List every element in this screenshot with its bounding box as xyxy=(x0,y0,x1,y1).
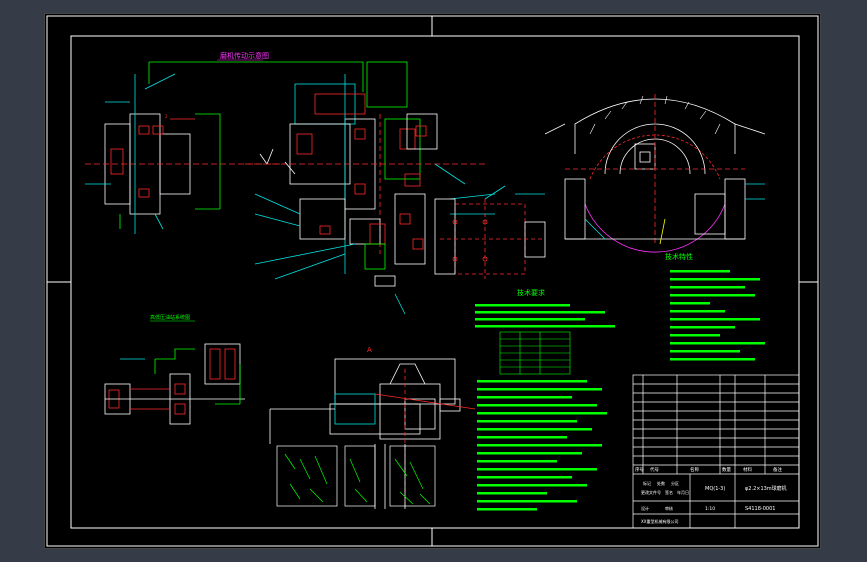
title-bottom-1: 代号 xyxy=(650,466,659,473)
title-approve: 审核 xyxy=(665,505,673,511)
center-gearbox xyxy=(245,61,496,315)
main-motor xyxy=(434,185,546,279)
title-bottom-4: 材料 xyxy=(743,466,752,473)
drawing-name: φ2.2×13m球磨机 xyxy=(745,485,787,492)
drive-assembly-left: 2 xyxy=(85,61,364,234)
lube-station xyxy=(104,343,245,425)
title-header-4: 签名 xyxy=(665,489,673,495)
drawing-code: S4118-0001 xyxy=(745,506,775,512)
drawing-number: MQ(1-3) xyxy=(705,486,725,492)
spec-table xyxy=(499,331,571,375)
tech-notes-center-top xyxy=(475,304,615,328)
cad-drawing: 磨机传动示意图 xyxy=(46,15,819,547)
title-header-0: 标记 xyxy=(643,480,651,486)
mill-end-view xyxy=(544,94,766,253)
title-header-5: 年月日 xyxy=(677,489,689,495)
title-bottom-2: 名称 xyxy=(690,466,699,473)
title-header-2: 分区 xyxy=(671,480,679,486)
title-header-3: 更改文件号 xyxy=(641,489,661,495)
tech-title-right: 技术特性 xyxy=(665,252,693,261)
drawing-scale: 1:10 xyxy=(705,506,715,512)
tech-notes-center xyxy=(477,380,607,511)
outer-frame xyxy=(46,15,819,547)
title-bottom-3: 数量 xyxy=(722,466,731,473)
title-header-1: 处数 xyxy=(657,480,665,486)
svg-text:2: 2 xyxy=(165,114,168,119)
drawing-sheet[interactable]: 磨机传动示意图 xyxy=(45,14,820,548)
foundation-hatch xyxy=(276,445,436,507)
title-block xyxy=(632,374,800,529)
section-view xyxy=(269,358,476,509)
section-label: A xyxy=(367,346,372,354)
company-name: XX重型机械有限公司 xyxy=(641,518,678,524)
title-design: 设计 xyxy=(641,505,649,511)
title-bottom-0: 序号 xyxy=(635,466,644,473)
tech-title-center: 技术要求 xyxy=(517,288,545,297)
title-bottom-5: 备注 xyxy=(773,466,782,473)
tech-notes-right xyxy=(670,270,765,361)
top-caption: 磨机传动示意图 xyxy=(220,51,269,60)
left-caption: 高低压油站系统图 xyxy=(150,314,190,321)
